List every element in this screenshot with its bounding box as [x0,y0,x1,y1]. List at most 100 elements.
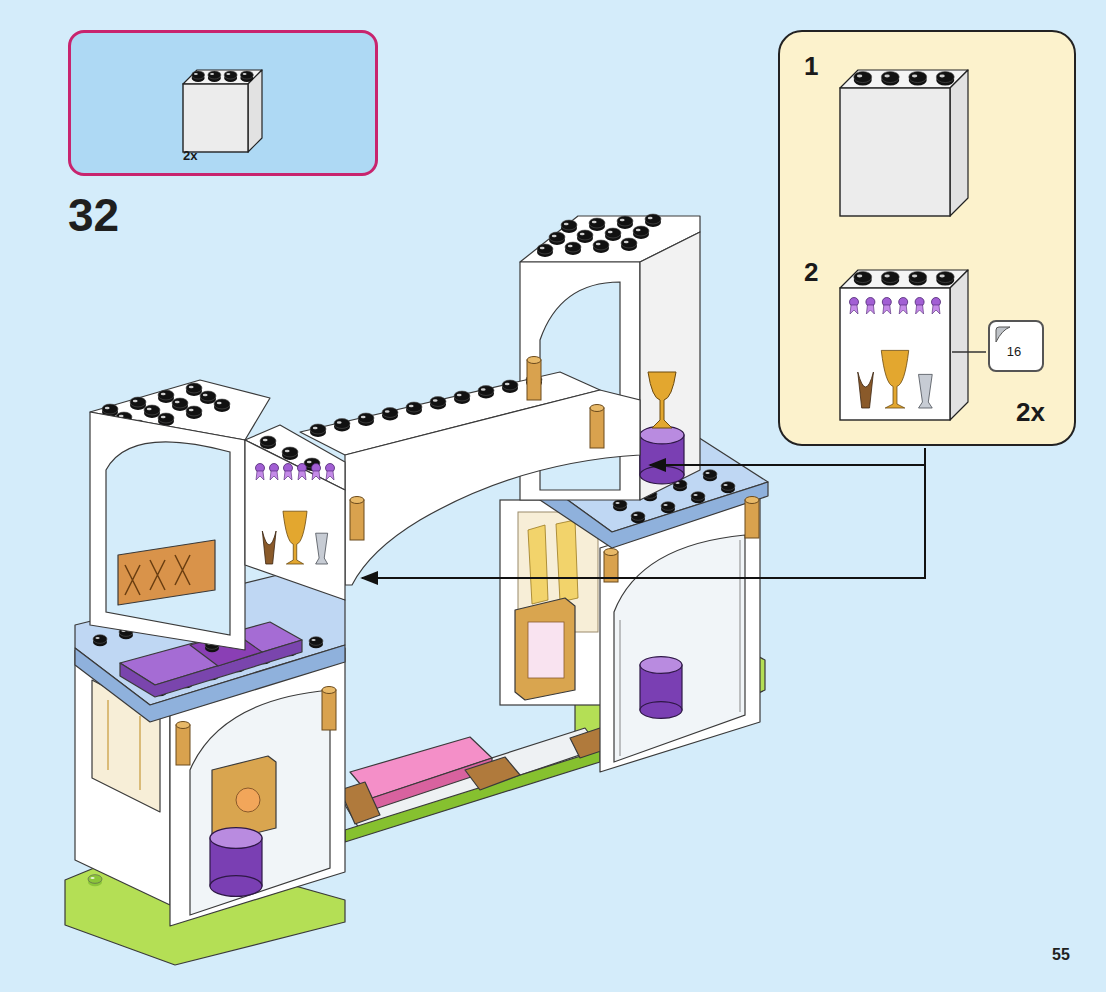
stud-top [909,271,927,282]
stud-highlight [592,221,597,224]
brick-side [950,270,968,420]
stud-highlight [161,393,166,396]
ribbon-tail [850,305,858,314]
stud-top [478,386,494,396]
stud-highlight [337,421,342,424]
gold-trophy [881,350,908,408]
arch-trim [620,540,740,756]
stud-highlight [433,399,438,402]
stud-highlight [939,275,944,278]
brick-front [840,288,950,420]
brick-front [840,88,950,216]
parts-callout-art [71,33,381,179]
ribbon-tail [899,305,907,314]
stud-top [593,240,609,250]
stud-top [631,512,645,521]
stud-highlight [313,427,318,430]
stud-top [310,424,326,434]
purple-barrel-lid [640,657,682,674]
stud-highlight [481,388,486,391]
tan-pillar [527,360,541,400]
stud-top [240,71,253,79]
stud-top [358,413,374,423]
stud-highlight [564,223,569,226]
tan-pillar [350,500,364,540]
stud-highlight [147,408,152,411]
substep-panel: 122x16 [778,30,1076,446]
window-opening [106,442,230,635]
stud-top [565,242,581,252]
stud-top [192,71,205,79]
sticker-number: 16 [990,345,1038,359]
stud-highlight [409,405,414,408]
purple-bed-side [120,640,302,697]
stud-highlight [912,75,917,78]
clothes [528,520,578,604]
stud-top [282,447,298,457]
substep-panel-art [780,32,1078,448]
quantity: 2x [183,149,197,163]
ribbon-tail [256,471,264,480]
stud-top [309,637,323,646]
stud-highlight [648,217,653,220]
stud-top [430,397,446,407]
ribbon-tail [298,471,306,480]
tan-pillar-top [604,549,618,556]
stud-highlight [884,75,889,78]
stud-highlight [624,241,629,244]
stud-top [577,230,593,240]
stud-highlight [311,639,315,641]
window-frame [90,412,245,650]
stud-highlight [95,637,99,639]
ribbon-tail [284,471,292,480]
tower-side [640,232,700,500]
stud-highlight [189,409,194,412]
stud-top [561,220,577,230]
wood-balcony [118,540,215,605]
stud-top [936,71,954,82]
stud-highlight [189,386,194,389]
sticker-box: 16 [988,320,1044,372]
stud-highlight [457,394,462,397]
stud-highlight [194,73,198,75]
purple-barrel-base [640,466,684,484]
stud-highlight [615,502,619,504]
brick-front [183,84,248,152]
gold-trophy [283,511,307,564]
ribbon-tail [916,305,924,314]
balcony-rails [125,555,190,595]
poster-brick [245,440,345,600]
stud-highlight [580,233,585,236]
stud-highlight [636,229,641,232]
purple-barrel-base [210,876,262,897]
stud-highlight [210,73,214,75]
page-number: 55 [1052,946,1070,964]
stud-top [186,406,202,416]
placement-arrow [650,464,925,466]
stud-highlight [884,275,889,278]
stud-highlight [608,231,613,234]
stud-top [502,380,518,390]
stud-top [691,492,705,501]
purple-barrel-lid [640,426,684,444]
silver-trophy [919,374,933,408]
purple-barrel-base [640,702,682,719]
brick-top [840,270,968,288]
stud-top [661,502,675,511]
stud-highlight [568,245,573,248]
wardrobe-lines [108,700,140,790]
stud-highlight [361,416,366,419]
silver-trophy [316,533,328,564]
stud-highlight [285,450,290,453]
stud-highlight [620,219,625,222]
tan-pillar-top [745,497,759,504]
stud-highlight [161,416,166,419]
tan-pillar-top [590,405,604,412]
stud-top [130,397,146,407]
ribbon-tail [270,471,278,480]
stud-top [645,214,661,224]
stud-highlight [385,410,390,413]
substep-number: 2 [804,258,818,287]
brick-side [248,70,262,152]
